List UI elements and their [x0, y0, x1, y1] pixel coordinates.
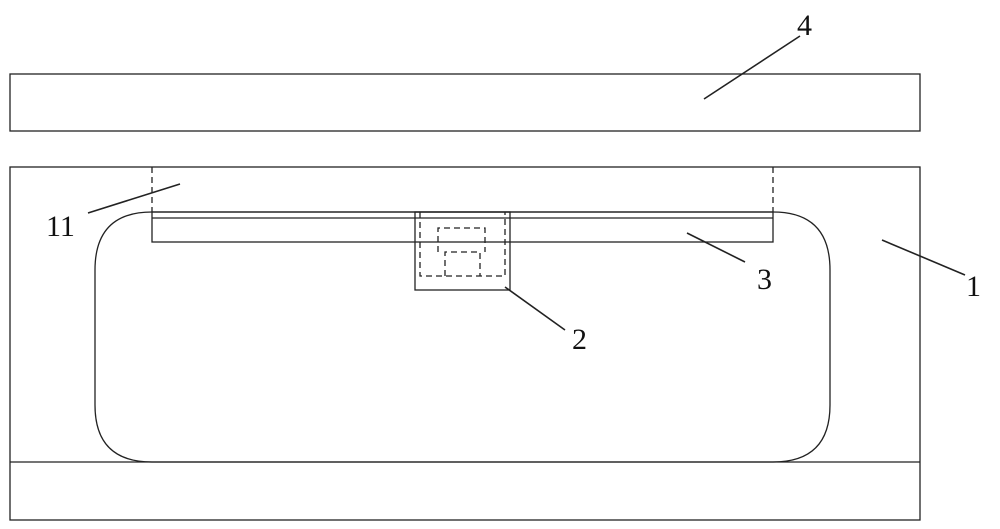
label-cover: 4 [797, 9, 812, 42]
leader-body [881, 239, 966, 276]
clip-hook-dashed [437, 227, 486, 252]
clip-inner-dashed [419, 212, 506, 277]
leader-cover [703, 35, 801, 100]
main-body [9, 166, 921, 521]
leader-strip [686, 232, 746, 263]
clip-outer [414, 211, 511, 291]
label-strip: 3 [757, 263, 772, 296]
leader-clip [504, 286, 566, 331]
leader-recess [87, 183, 181, 214]
label-clip: 2 [572, 323, 587, 356]
strip [151, 211, 774, 243]
label-body: 1 [966, 270, 981, 303]
cover-plate [9, 73, 921, 132]
clip-tab-dashed [444, 251, 481, 276]
label-recess: 11 [46, 210, 75, 243]
inner-cavity [94, 211, 831, 463]
